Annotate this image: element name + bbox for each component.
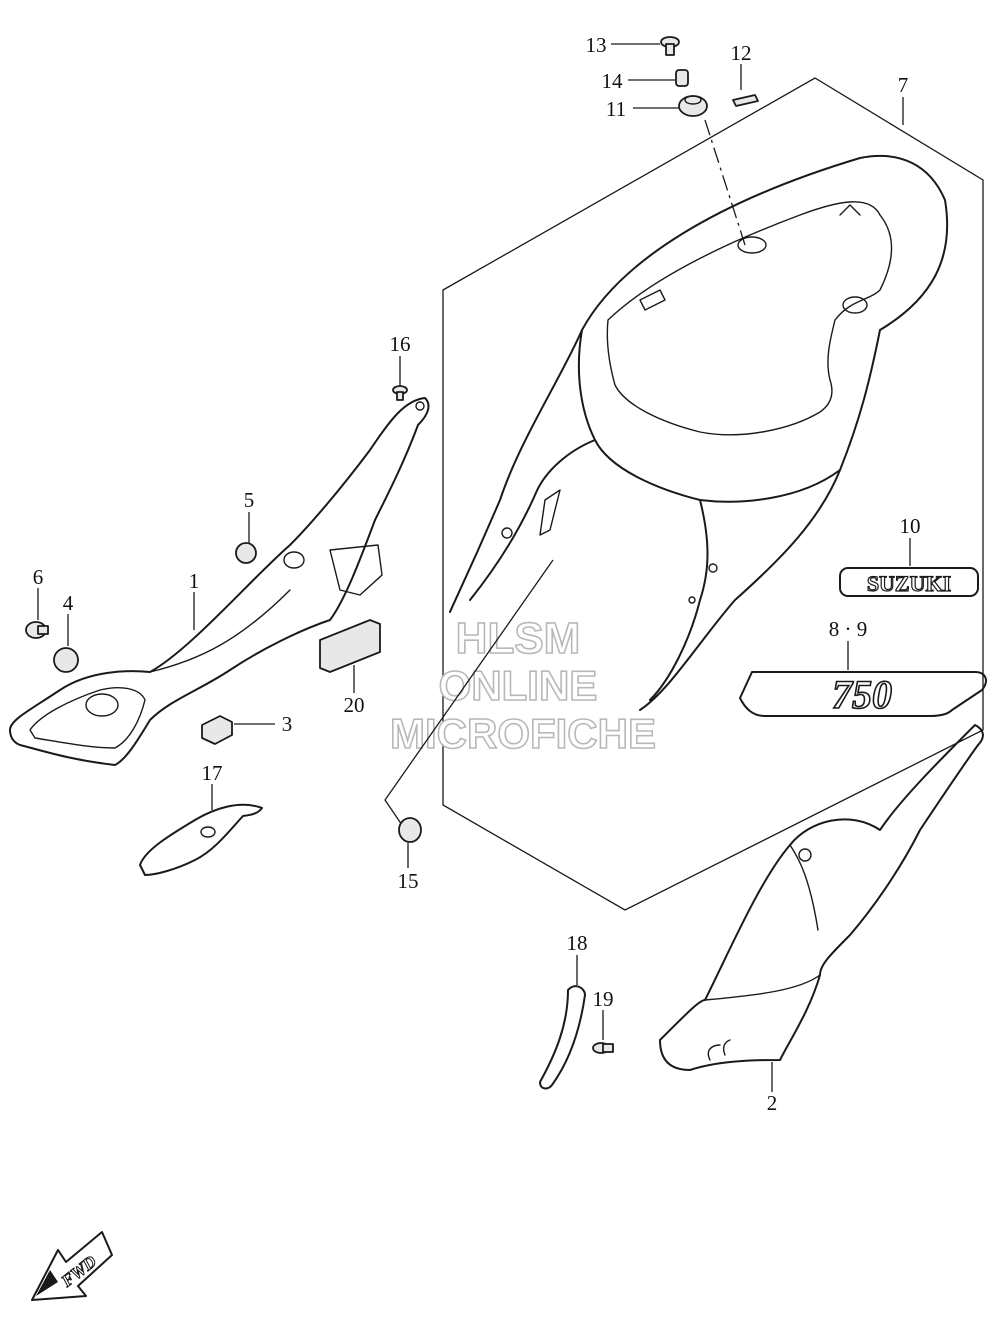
part-3-cushion[interactable] (201, 715, 233, 745)
callout-5: 5 (244, 488, 255, 512)
watermark: HLSM ONLINE MICROFICHE (389, 613, 657, 758)
part-10-suzuki-emblem[interactable]: SUZUKI (839, 567, 979, 597)
watermark-line2: ONLINE (439, 662, 598, 709)
callout-3: 3 (282, 712, 293, 736)
emblem-model-text: 750 (832, 672, 892, 717)
callout-4: 4 (63, 591, 74, 615)
part-2-frame-cover-right[interactable] (659, 724, 984, 1071)
leader-15 (384, 559, 554, 826)
callout-18: 18 (567, 931, 588, 955)
callout-20: 20 (344, 693, 365, 717)
callout-13: 13 (586, 33, 607, 57)
callout-12: 12 (731, 41, 752, 65)
callout-19: 19 (593, 987, 614, 1011)
part-5-cushion[interactable] (235, 542, 257, 564)
part-18-strip[interactable] (539, 985, 586, 1090)
callout-8-9: 8 · 9 (829, 617, 868, 641)
part-12-label[interactable] (732, 94, 759, 107)
part-20-pad[interactable] (319, 619, 381, 673)
leader-lines (37, 43, 911, 1092)
part-1-frame-cover-left[interactable] (9, 397, 430, 766)
fwd-arrow-icon: FWD (31, 1231, 113, 1301)
watermark-line1: HLSM (456, 614, 581, 663)
callout-labels: 13 14 11 12 7 10 8 · 9 16 5 1 6 4 3 20 1… (33, 33, 921, 1115)
emblem-brand-text: SUZUKI (867, 571, 951, 596)
callout-14: 14 (602, 69, 624, 93)
part-7-seat-tail-cover[interactable] (449, 154, 949, 711)
callout-10: 10 (900, 514, 921, 538)
part-13-screw[interactable] (660, 36, 680, 56)
callout-2: 2 (767, 1091, 778, 1115)
assembly-boundary (442, 77, 984, 911)
part-14-nut[interactable] (675, 69, 689, 87)
part-4-cushion[interactable] (53, 647, 79, 673)
callout-11: 11 (606, 97, 626, 121)
callout-1: 1 (189, 569, 200, 593)
part-6-bolt[interactable] (25, 621, 49, 639)
callout-16: 16 (390, 332, 411, 356)
callout-7: 7 (898, 73, 909, 97)
part-15-grommet[interactable] (398, 817, 422, 843)
callout-17: 17 (202, 761, 223, 785)
assembly-centerline-top (704, 119, 746, 246)
callout-15: 15 (398, 869, 419, 893)
part-11-cushion[interactable] (678, 95, 708, 117)
part-8-9-750-emblem[interactable]: 750 (739, 671, 987, 718)
part-16-bolt[interactable] (392, 385, 408, 401)
part-17-bracket[interactable] (139, 803, 263, 876)
watermark-line3: MICROFICHE (390, 710, 656, 757)
callout-6: 6 (33, 565, 44, 589)
part-19-clip[interactable] (592, 1042, 614, 1054)
